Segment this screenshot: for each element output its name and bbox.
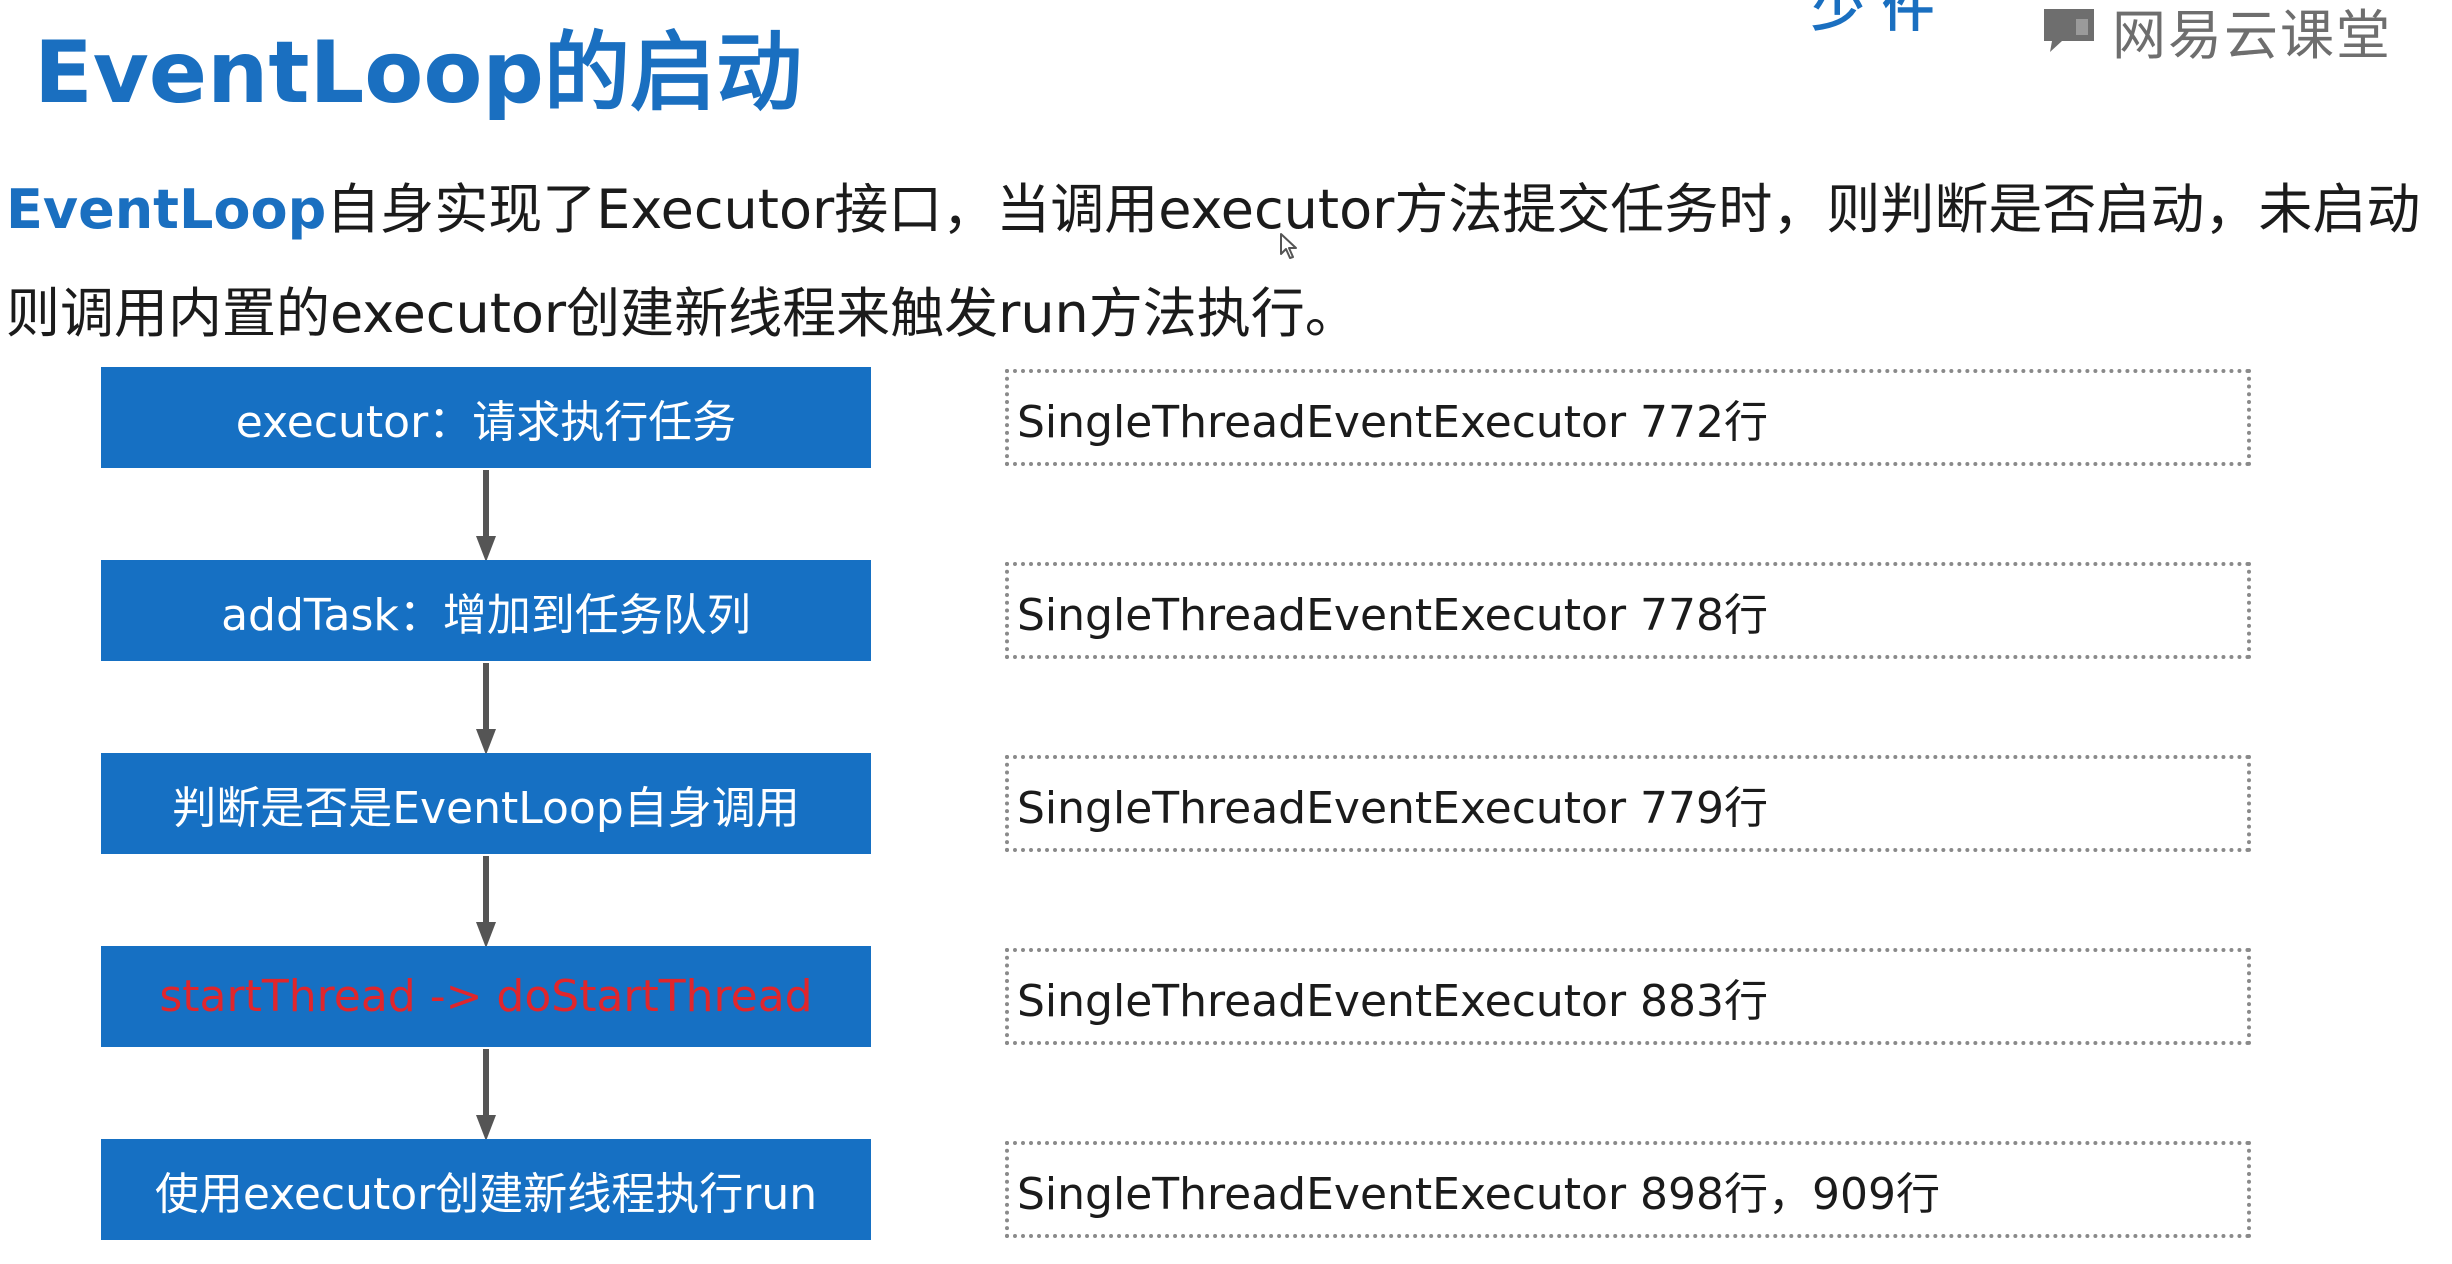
source-reference: SingleThreadEventExecutor 772行 [1005,369,2251,466]
mouse-pointer-icon [1280,233,1297,259]
brand-watermark: 网易云课堂 [2040,0,2392,67]
brand-name: 网易云课堂 [2112,3,2392,67]
arrow-down-icon [476,1049,496,1141]
clipped-heading-fragment: 少 件 [1812,0,1935,39]
flow-step-check-caller: 判断是否是EventLoop自身调用 [101,753,871,854]
flow-step-run-thread: 使用executor创建新线程执行run [101,1139,871,1240]
slide-title: EventLoop的启动 [34,23,802,123]
intro-lead-term: EventLoop [6,178,327,241]
chat-bubble-icon [2044,9,2094,52]
flow-step-add-task: addTask：增加到任务队列 [101,560,871,661]
flow-step-start-thread: startThread -> doStartThread [101,946,871,1047]
source-reference: SingleThreadEventExecutor 779行 [1005,755,2251,852]
arrow-down-icon [476,856,496,948]
source-reference: SingleThreadEventExecutor 883行 [1005,948,2251,1045]
source-reference: SingleThreadEventExecutor 898行，909行 [1005,1141,2251,1238]
arrow-down-icon [476,663,496,755]
flow-step-executor: executor：请求执行任务 [101,367,871,468]
intro-text: 自身实现了Executor接口，当调用executor方法提交任务时，则判断是否… [6,178,2421,345]
source-reference: SingleThreadEventExecutor 778行 [1005,562,2251,659]
intro-paragraph: EventLoop自身实现了Executor接口，当调用executor方法提交… [6,158,2436,366]
arrow-down-icon [476,470,496,562]
